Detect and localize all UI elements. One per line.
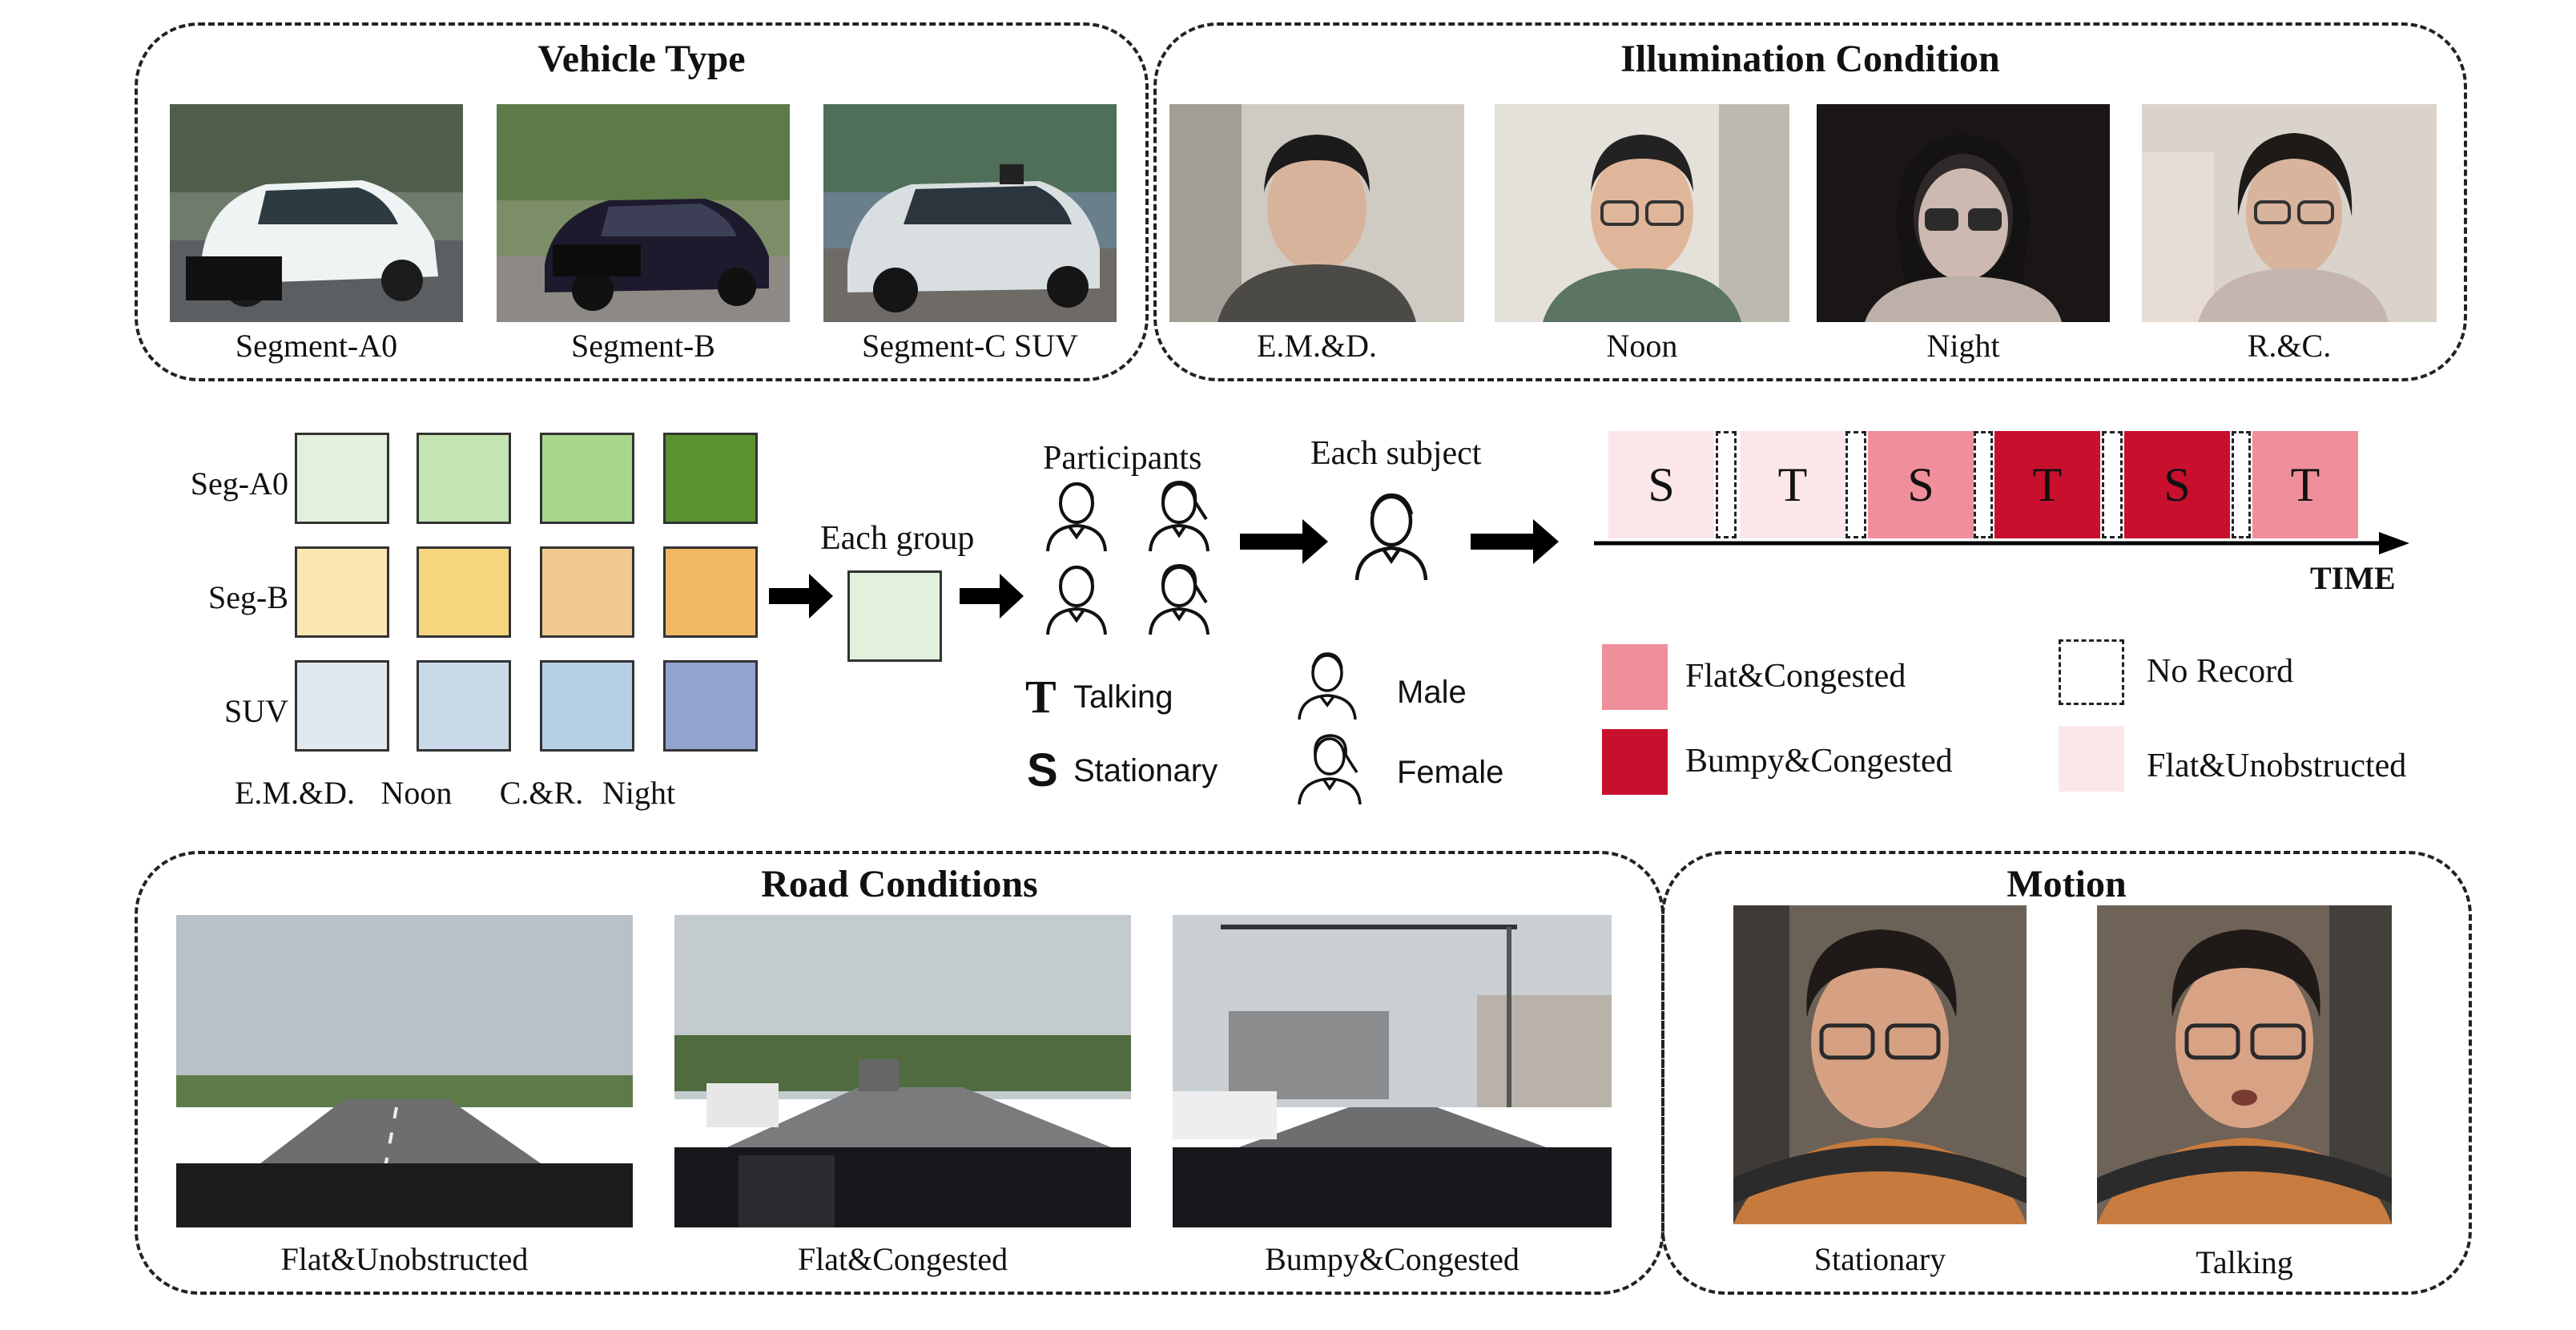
vehicle-type-title: Vehicle Type	[537, 38, 746, 80]
vehicle-caption-segment-b: Segment-B	[571, 328, 715, 364]
illumination-caption-night: Night	[1926, 328, 2000, 364]
talking-label: Talking	[1073, 679, 1173, 715]
vehicle-caption-segment-a0: Segment-A0	[235, 328, 398, 364]
illumination-photo-rc	[2142, 104, 2437, 322]
motion-caption-stationary: Stationary	[1813, 1241, 1946, 1277]
bumpy-congested-label: Bumpy&Congested	[1685, 743, 1953, 780]
grid-cell	[417, 546, 511, 638]
road-caption-flat-unobstructed: Flat&Unobstructed	[280, 1241, 529, 1277]
vehicle-photo-segment-c-suv	[823, 104, 1117, 322]
female-participant-icon	[1141, 478, 1218, 553]
flow-arrow	[769, 574, 833, 619]
male-icon	[1293, 647, 1362, 721]
flow-arrow	[960, 574, 1024, 619]
male-participant-icon	[1038, 561, 1115, 636]
illumination-title: Illumination Condition	[1620, 38, 2000, 80]
road-photo-flat-congested	[674, 915, 1131, 1227]
vehicle-caption-segment-c-suv: Segment-C SUV	[862, 328, 1078, 364]
grid-row-label-suv: SUV	[223, 693, 288, 729]
road-photo-flat-unobstructed	[176, 915, 633, 1227]
bumpy-congested-swatch	[1602, 729, 1668, 795]
grid-cell	[540, 433, 634, 524]
timeline-segment: S	[2124, 431, 2230, 538]
flat-congested-label: Flat&Congested	[1685, 658, 1906, 695]
grid-cell	[540, 660, 634, 752]
flow-arrow	[1240, 519, 1328, 564]
female-participant-icon	[1141, 561, 1218, 636]
motion-photo-talking	[2097, 905, 2392, 1224]
each-group-cell	[847, 570, 942, 662]
female-label: Female	[1397, 755, 1504, 790]
grid-cell	[663, 546, 758, 638]
female-icon	[1293, 729, 1366, 806]
no-record-swatch	[2059, 639, 2124, 705]
road-caption-flat-congested: Flat&Congested	[797, 1241, 1008, 1277]
talking-letter: T	[1025, 671, 1057, 723]
flow-arrow	[1471, 519, 1559, 564]
grid-col-label-emd: E.M.&D.	[235, 775, 355, 811]
illumination-photo-noon	[1495, 104, 1789, 322]
road-caption-bumpy-congested: Bumpy&Congested	[1265, 1241, 1519, 1277]
grid-col-label-night: Night	[602, 775, 676, 811]
timeline-segment: T	[2252, 431, 2358, 538]
no-record-gap	[2102, 431, 2123, 538]
flat-unobstructed-label: Flat&Unobstructed	[2147, 748, 2407, 784]
subject-icon	[1347, 489, 1435, 582]
motion-photo-stationary	[1733, 905, 2027, 1224]
grid-cell	[663, 433, 758, 524]
grid-cell	[295, 660, 389, 752]
road-conditions-title: Road Conditions	[761, 863, 1038, 905]
each-group-label: Each group	[820, 520, 975, 557]
grid-cell	[295, 433, 389, 524]
grid-cell	[295, 546, 389, 638]
illumination-caption-rc: R.&C.	[2247, 328, 2332, 364]
male-participant-icon	[1038, 478, 1115, 553]
grid-row-label-seg-a0: Seg-A0	[190, 466, 288, 502]
time-axis	[1594, 529, 2411, 558]
grid-cell	[417, 660, 511, 752]
motion-panel: Motion	[1661, 851, 2472, 1295]
grid-cell	[663, 660, 758, 752]
no-record-gap	[1974, 431, 1993, 538]
motion-title: Motion	[2006, 863, 2127, 905]
motion-caption-talking: Talking	[2196, 1244, 2293, 1280]
illumination-caption-emd: E.M.&D.	[1257, 328, 1377, 364]
vehicle-photo-segment-a0	[170, 104, 463, 322]
grid-row-label-seg-b: Seg-B	[208, 579, 288, 615]
participants-label: Participants	[1043, 440, 1202, 477]
no-record-gap	[1845, 431, 1866, 538]
grid-cell	[417, 433, 511, 524]
each-subject-label: Each subject	[1310, 435, 1482, 472]
time-axis-label: TIME	[2310, 560, 2396, 596]
timeline-segment: T	[1994, 431, 2100, 538]
road-photo-bumpy-congested	[1173, 915, 1612, 1227]
vehicle-photo-segment-b	[497, 104, 790, 322]
timeline-segment: T	[1740, 431, 1845, 538]
timeline-segment: S	[1608, 431, 1714, 538]
road-conditions-panel: Road Conditions	[135, 851, 1664, 1295]
illumination-panel: Illumination Condition	[1153, 22, 2467, 381]
stationary-label: Stationary	[1073, 753, 1218, 788]
vehicle-type-panel: Vehicle Type	[135, 22, 1149, 381]
male-label: Male	[1397, 675, 1467, 710]
illumination-photo-emd	[1169, 104, 1464, 322]
grid-col-label-cr: C.&R.	[499, 775, 584, 811]
flat-congested-swatch	[1602, 644, 1668, 710]
illumination-photo-night	[1817, 104, 2110, 322]
illumination-caption-noon: Noon	[1606, 328, 1678, 364]
stationary-letter: S	[1027, 744, 1058, 796]
no-record-gap	[2232, 431, 2251, 538]
flat-unobstructed-swatch	[2059, 726, 2124, 792]
no-record-gap	[1716, 431, 1737, 538]
timeline-segment: S	[1868, 431, 1974, 538]
grid-col-label-noon: Noon	[380, 775, 453, 811]
no-record-label: No Record	[2147, 653, 2294, 690]
grid-cell	[540, 546, 634, 638]
